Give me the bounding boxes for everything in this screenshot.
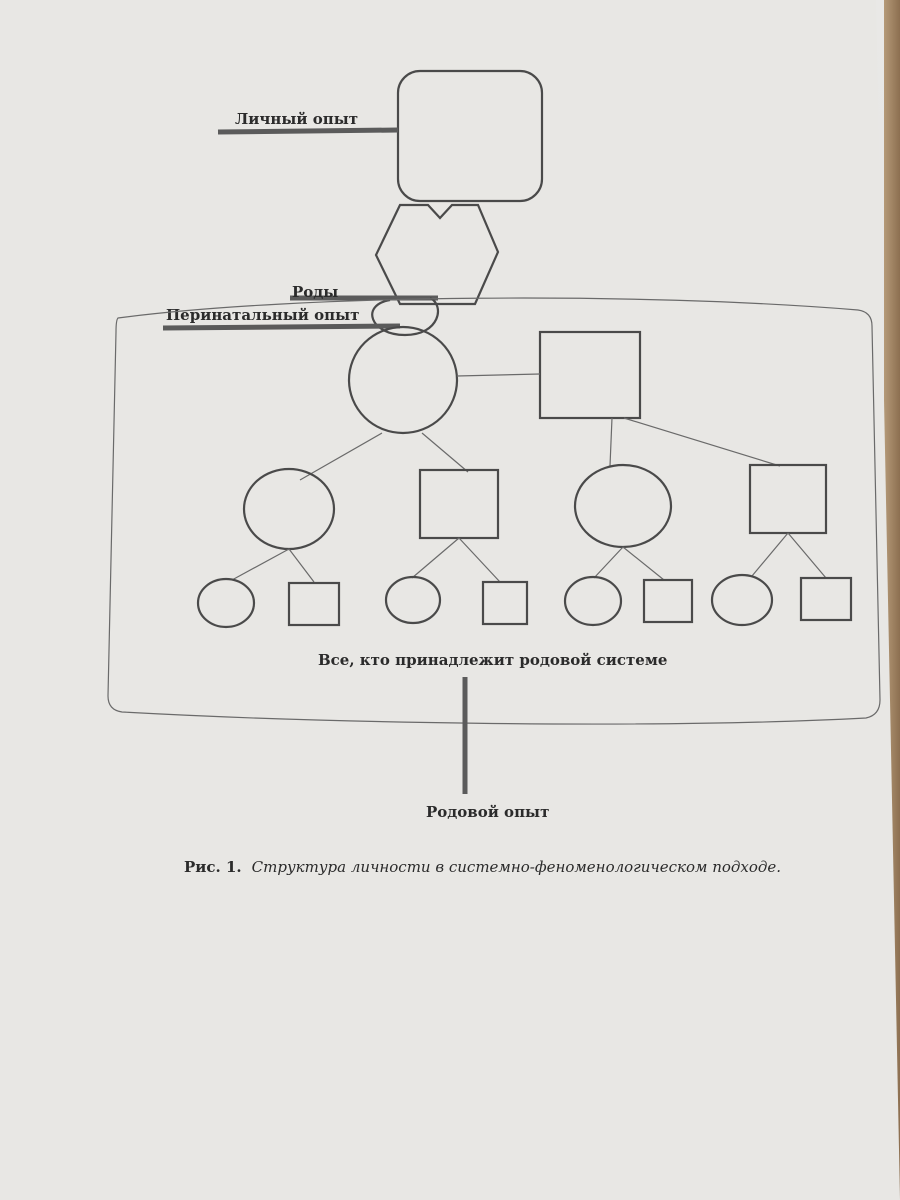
link-g3-4a [751, 532, 789, 577]
leaf-circle-2 [384, 575, 442, 625]
leaf-square-4 [799, 576, 853, 622]
leaf-circle-3 [563, 575, 623, 627]
leaf-square-1 [287, 581, 341, 627]
leaf-square-2 [481, 580, 529, 626]
label-ancestral-experience: Родовой опыт [426, 803, 549, 821]
link-square-to-right-circle [609, 417, 613, 467]
link-g3-2a [411, 537, 460, 579]
hexagon-shape [374, 203, 500, 306]
link-top-pair [456, 373, 541, 377]
link-g3-3a [593, 546, 624, 579]
label-personal-experience: Личный опыт [235, 110, 358, 128]
link-circle-to-left-circle [299, 432, 383, 481]
top-square-node [538, 330, 642, 420]
perinatal-pointer-line [162, 323, 401, 331]
link-g3-1a [231, 548, 290, 581]
link-g3-4b [787, 532, 827, 579]
caption-prefix: Рис. 1. [184, 858, 242, 876]
leaf-circle-1 [196, 577, 256, 629]
leaf-square-3 [642, 578, 694, 624]
personal-pointer-line [217, 127, 399, 135]
label-perinatal-experience: Перинатальный опыт [166, 306, 359, 324]
leaf-circle-4 [710, 573, 774, 627]
link-circle-to-left-square [421, 432, 469, 473]
birth-loop-shape [371, 297, 439, 337]
link-g3-3b [622, 546, 665, 581]
label-family-system: Все, кто принадлежит родовой системе [318, 651, 667, 669]
figure-caption: Рис. 1. Структура личности в системно-фе… [184, 858, 781, 876]
family-system-container [107, 297, 881, 725]
link-g3-2b [458, 537, 501, 583]
label-birth: Роды [292, 283, 338, 301]
link-square-to-right-square [623, 417, 781, 467]
link-g3-1b [288, 548, 315, 583]
top-circle-node [347, 325, 459, 435]
personal-experience-shape [396, 69, 544, 203]
caption-text: Структура личности в системно-феноменоло… [252, 858, 781, 876]
